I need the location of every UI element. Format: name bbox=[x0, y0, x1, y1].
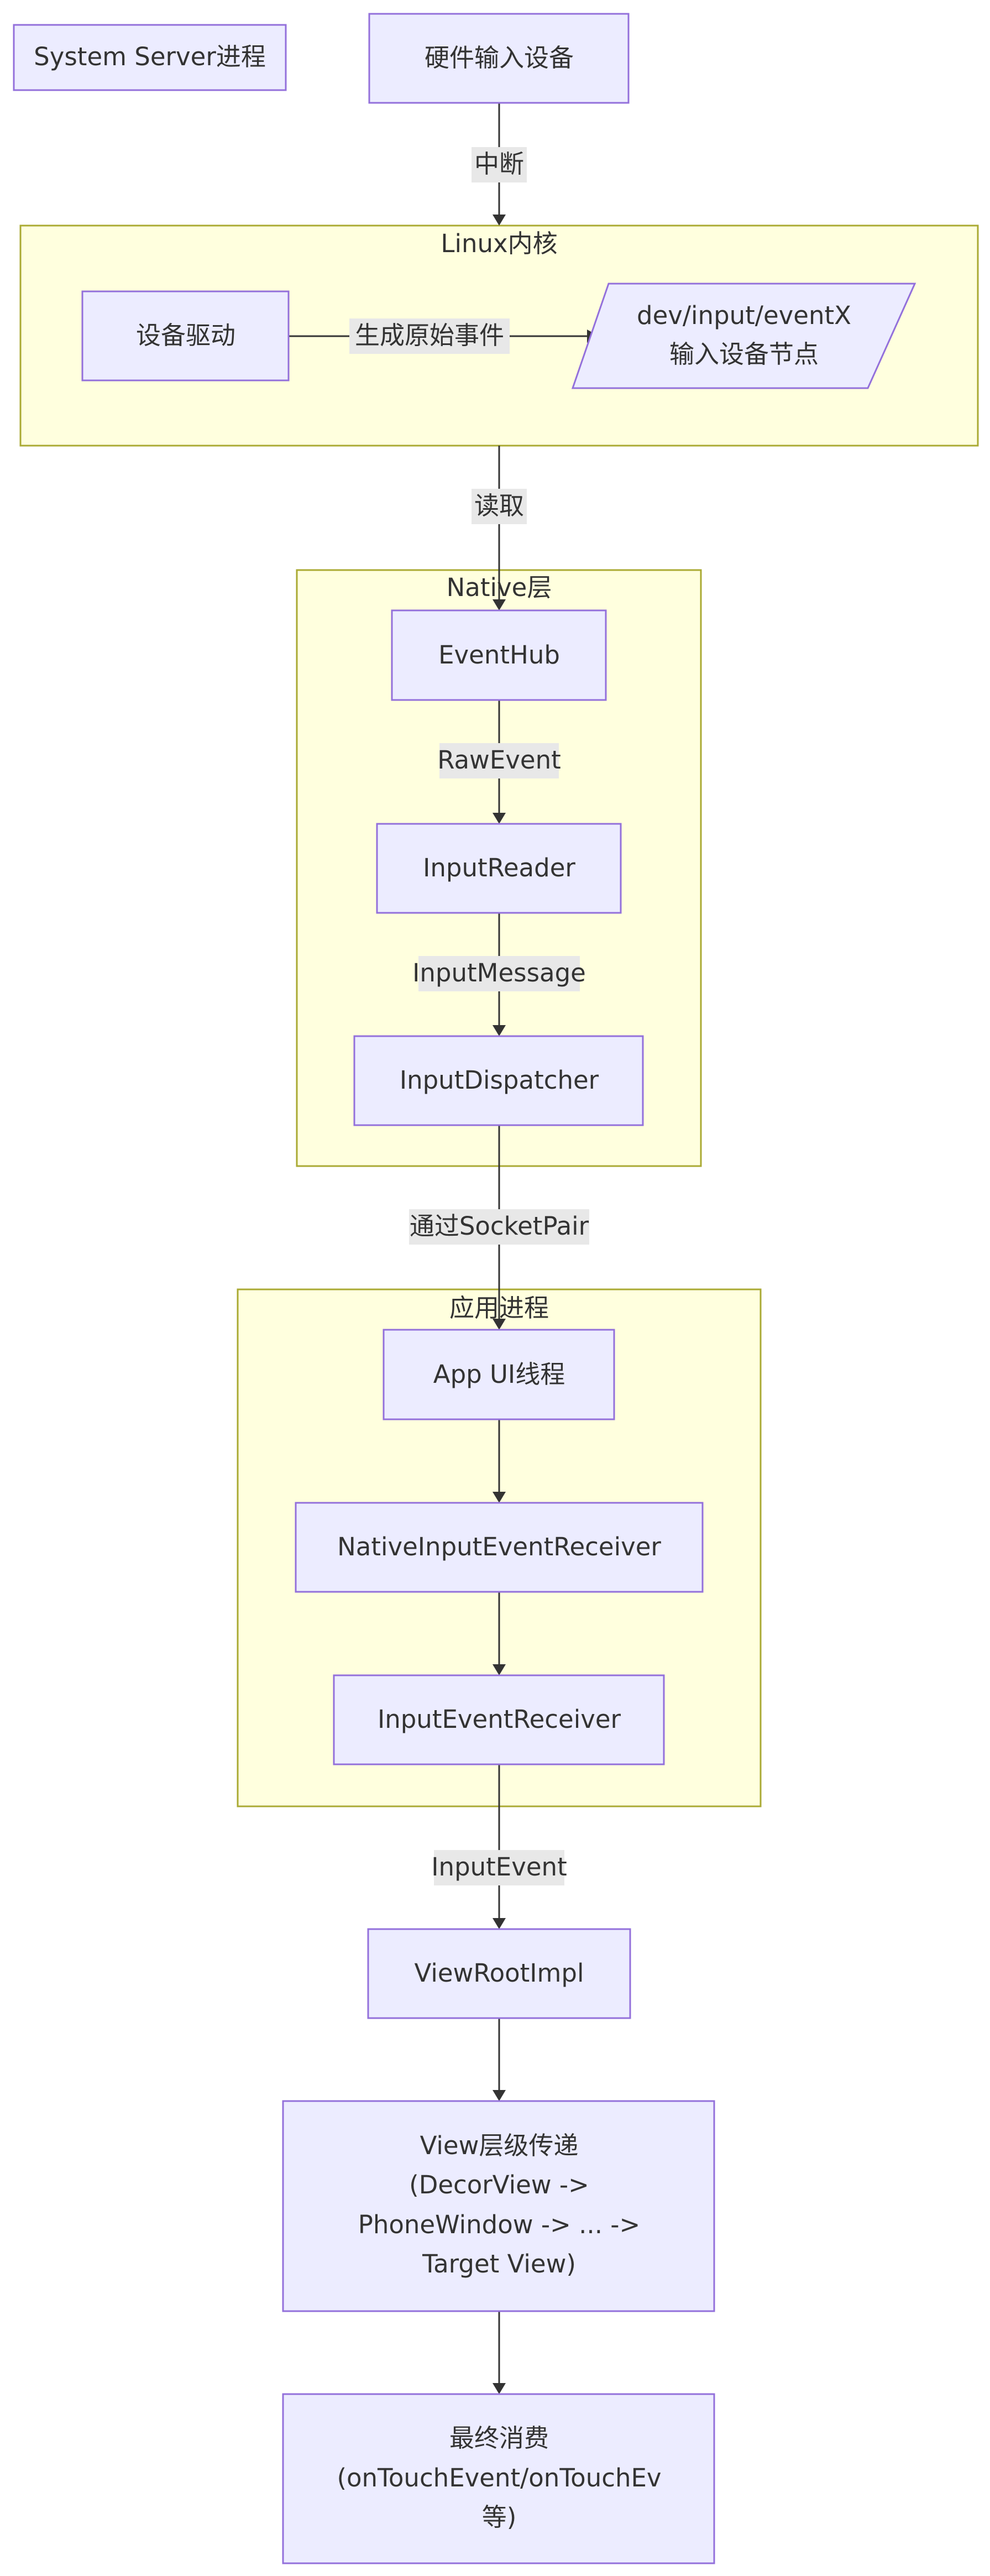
svg-text:Target View): Target View) bbox=[422, 2249, 576, 2279]
svg-text:设备驱动: 设备驱动 bbox=[136, 321, 235, 350]
svg-text:最终消费: 最终消费 bbox=[449, 2423, 549, 2453]
svg-text:(DecorView ->: (DecorView -> bbox=[409, 2170, 589, 2199]
node-viewrootimpl: ViewRootImpl bbox=[367, 1928, 631, 2019]
svg-text:NativeInputEventReceiver: NativeInputEventReceiver bbox=[337, 1532, 661, 1561]
svg-text:InputDispatcher: InputDispatcher bbox=[400, 1065, 599, 1095]
node-native-input-event-receiver: NativeInputEventReceiver bbox=[295, 1502, 704, 1593]
node-device-driver: 设备驱动 bbox=[81, 290, 290, 382]
svg-text:System Server进程: System Server进程 bbox=[34, 42, 266, 71]
edges bbox=[289, 103, 599, 2394]
svg-text:View层级传递: View层级传递 bbox=[420, 2131, 579, 2160]
svg-text:InputEvent: InputEvent bbox=[431, 1852, 567, 1882]
svg-text:dev/input/eventX: dev/input/eventX bbox=[637, 301, 851, 330]
svg-text:PhoneWindow -> ... ->: PhoneWindow -> ... -> bbox=[358, 2210, 641, 2239]
svg-text:App UI线程: App UI线程 bbox=[433, 1360, 565, 1389]
svg-text:通过SocketPair: 通过SocketPair bbox=[410, 1211, 589, 1241]
edge-label-gen-raw: 生成原始事件 bbox=[349, 318, 510, 354]
node-system-server: System Server进程 bbox=[13, 24, 287, 91]
node-hardware-input: 硬件输入设备 bbox=[368, 13, 630, 104]
node-app-ui-thread: App UI线程 bbox=[383, 1329, 615, 1420]
edge-label-input-event: InputEvent bbox=[431, 1850, 567, 1885]
svg-text:ViewRootImpl: ViewRootImpl bbox=[415, 1958, 584, 1988]
svg-text:InputMessage: InputMessage bbox=[412, 958, 586, 987]
node-eventhub: EventHub bbox=[391, 609, 607, 701]
svg-text:生成原始事件: 生成原始事件 bbox=[355, 321, 504, 350]
svg-text:EventHub: EventHub bbox=[438, 640, 560, 670]
node-input-event-receiver: InputEventReceiver bbox=[333, 1674, 665, 1765]
node-final-consume: 最终消费 (onTouchEvent/onTouchEv 等) bbox=[282, 2393, 715, 2564]
svg-text:中断: 中断 bbox=[474, 149, 524, 179]
node-view-hierarchy: View层级传递 (DecorView -> PhoneWindow -> ..… bbox=[282, 2100, 715, 2312]
svg-text:硬件输入设备: 硬件输入设备 bbox=[425, 43, 574, 72]
edge-label-input-message: InputMessage bbox=[412, 956, 586, 991]
svg-text:RawEvent: RawEvent bbox=[437, 745, 561, 775]
svg-text:(onTouchEvent/onTouchEv: (onTouchEvent/onTouchEv bbox=[337, 2463, 661, 2493]
svg-text:等): 等) bbox=[482, 2502, 517, 2532]
svg-text:输入设备节点: 输入设备节点 bbox=[669, 339, 819, 369]
svg-text:InputEventReceiver: InputEventReceiver bbox=[378, 1705, 621, 1734]
edge-label-read: 读取 bbox=[472, 489, 527, 524]
node-inputdispatcher: InputDispatcher bbox=[353, 1035, 644, 1126]
edge-label-interrupt: 中断 bbox=[472, 147, 527, 182]
cluster-linux-kernel-label: Linux内核 bbox=[441, 229, 557, 258]
edge-label-socket-pair: 通过SocketPair bbox=[409, 1209, 589, 1245]
svg-text:InputReader: InputReader bbox=[423, 853, 575, 882]
node-inputreader: InputReader bbox=[376, 823, 622, 914]
node-dev-input: dev/input/eventX 输入设备节点 bbox=[571, 283, 916, 389]
svg-text:读取: 读取 bbox=[474, 491, 524, 520]
edge-label-raw-event: RawEvent bbox=[437, 743, 561, 778]
